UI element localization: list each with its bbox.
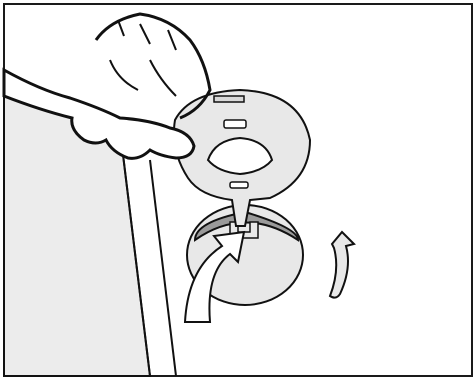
illustration-frame (0, 0, 476, 380)
installation-diagram (0, 0, 476, 380)
